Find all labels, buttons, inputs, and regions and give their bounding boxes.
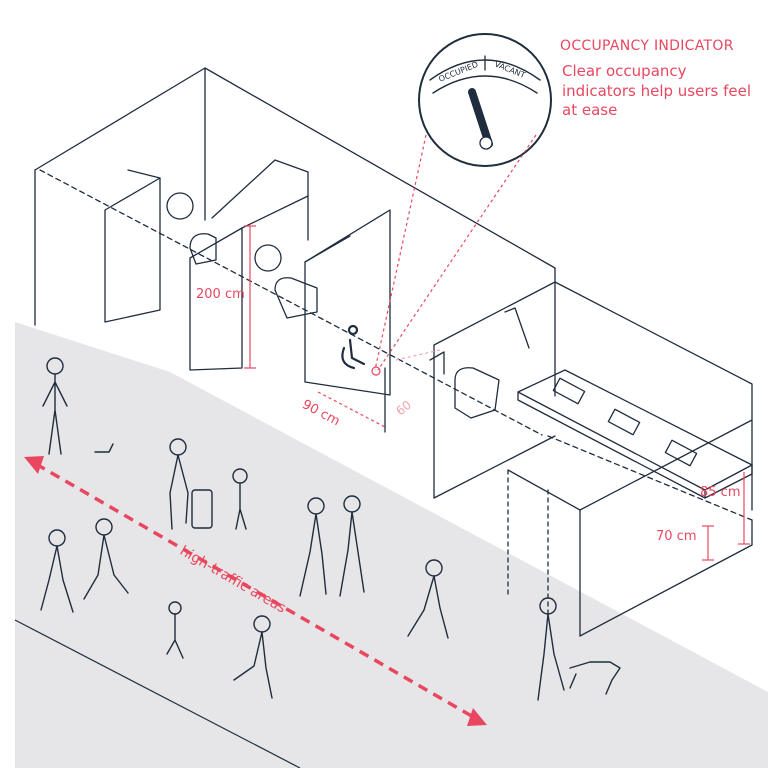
sink-counter: [517, 369, 753, 499]
building-outline: [34, 67, 753, 637]
sidewalk-ground: [15, 322, 768, 768]
stall-height-label: 200 cm: [196, 287, 245, 302]
curb-line: [14, 619, 301, 768]
pedestrian-figures: [40, 357, 621, 701]
traffic-arrow: [24, 456, 487, 726]
annotation-lines: [244, 134, 750, 561]
sink-high-label: 85 cm: [700, 485, 741, 500]
stall-partitions: [104, 159, 391, 433]
occupancy-indicator-description: Clear occupancy indicators help users fe…: [562, 62, 752, 119]
occupancy-dial-icon: [418, 33, 552, 167]
sink-low-label: 70 cm: [656, 529, 697, 544]
occupancy-indicator-title: OCCUPANCY INDICATOR: [560, 38, 734, 54]
paper-dispenser-icons: [166, 192, 282, 272]
wheelchair-icon: [341, 324, 366, 370]
toilet-icons: [189, 233, 500, 419]
grab-bar-icon: [429, 307, 530, 375]
